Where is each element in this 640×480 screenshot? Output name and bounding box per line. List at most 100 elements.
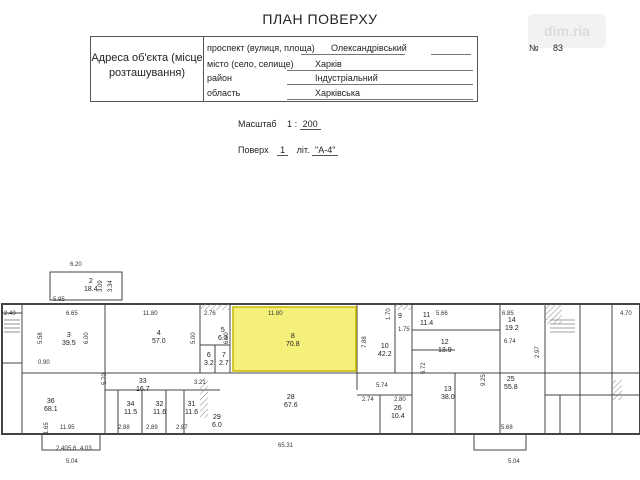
dim: 0.90: [38, 360, 50, 366]
dim: 2.80: [394, 397, 406, 403]
floor-line: Поверх 1 літ. "А-4": [238, 145, 339, 156]
dim: 6.85: [502, 311, 514, 317]
dim: 6.74: [504, 339, 516, 345]
dim: 2.76: [204, 311, 216, 317]
dim: 1.65: [44, 422, 50, 434]
district-value: Індустріальний: [315, 73, 378, 83]
house-number-key: №: [529, 43, 539, 53]
dim: 11.95: [60, 425, 75, 431]
region-key: область: [207, 88, 241, 98]
lit-value: "А-4": [312, 145, 339, 156]
region-underline: [287, 99, 473, 100]
scale-label: Масштаб: [238, 119, 277, 129]
dim: 5.04: [66, 459, 78, 465]
dim: 65.31: [278, 443, 294, 449]
dim: 11.80: [143, 311, 158, 317]
room-label-9: 9: [398, 313, 402, 320]
stairs-left: [4, 319, 20, 333]
dim: 2.89: [146, 425, 158, 431]
dim: 5.70: [102, 373, 108, 385]
bottom-annex-right: [473, 433, 527, 451]
dim: 5.66: [436, 311, 448, 317]
dim: 1.70: [386, 308, 392, 320]
card-divider: [203, 37, 204, 101]
dim: 2.40: [4, 311, 16, 317]
bottom-annex-left: [41, 433, 101, 451]
dim: 2.40: [56, 446, 68, 452]
number-underline: [431, 54, 471, 55]
city-key: місто (село, селище): [207, 59, 294, 69]
room-8-highlight: [232, 306, 357, 372]
street-underline: [301, 54, 405, 55]
scale-sep: :: [294, 119, 298, 129]
room-outline-2: [49, 271, 123, 301]
page-title: ПЛАН ПОВЕРХУ: [262, 11, 378, 27]
dim: 3.34: [108, 280, 114, 292]
region-value: Харківська: [315, 88, 360, 98]
dim: 5.74: [376, 383, 388, 389]
dim: 9.25: [481, 374, 487, 386]
dim: 5.04: [508, 459, 520, 465]
street-value: Олександрівський: [331, 43, 407, 53]
dim: 5.95: [53, 297, 65, 303]
district-underline: [287, 84, 473, 85]
address-label: Адреса об'єкта (місце розташування): [91, 52, 203, 79]
building-outline: [1, 303, 640, 435]
dim: 7.88: [362, 336, 368, 348]
stairs-right: [550, 319, 575, 333]
city-value: Харків: [315, 59, 342, 69]
street-key: проспект (вулиця, площа): [207, 43, 315, 53]
dim: 5.6: [68, 446, 77, 452]
scale-num: 1: [287, 119, 293, 129]
dim: 1.75: [398, 327, 410, 333]
dim: 3.21: [194, 380, 206, 386]
house-number-value: 83: [553, 43, 564, 53]
dim: 5.58: [38, 332, 44, 344]
dim: 2.97: [535, 346, 541, 358]
dim: 4.03: [80, 446, 92, 452]
dim: 5.00: [191, 332, 197, 344]
watermark-logo: dim.ria: [528, 14, 606, 48]
dim: 6.00: [224, 332, 230, 344]
dim: 11.80: [268, 311, 283, 317]
floor-plan: [1, 271, 640, 451]
dim: 4.70: [620, 311, 632, 317]
dim: 6.72: [421, 362, 427, 374]
floor-value: 1: [277, 145, 289, 156]
city-underline: [287, 70, 473, 71]
dim: 2.74: [362, 397, 374, 403]
dim: 5.68: [501, 425, 513, 431]
scale-line: Масштаб 1 : 200: [238, 119, 321, 130]
dim: 6.65: [66, 311, 78, 317]
district-key: район: [207, 73, 233, 83]
scale-den: 200: [299, 119, 321, 130]
lit-label: літ.: [296, 145, 310, 155]
floor-label: Поверх: [238, 145, 269, 155]
dim: 6.20: [70, 262, 82, 268]
dim: 3.09: [98, 280, 104, 292]
dim: 6.00: [84, 332, 90, 344]
dim: 2.88: [118, 425, 130, 431]
address-card: Адреса об'єкта (місце розташування) прос…: [90, 36, 563, 102]
